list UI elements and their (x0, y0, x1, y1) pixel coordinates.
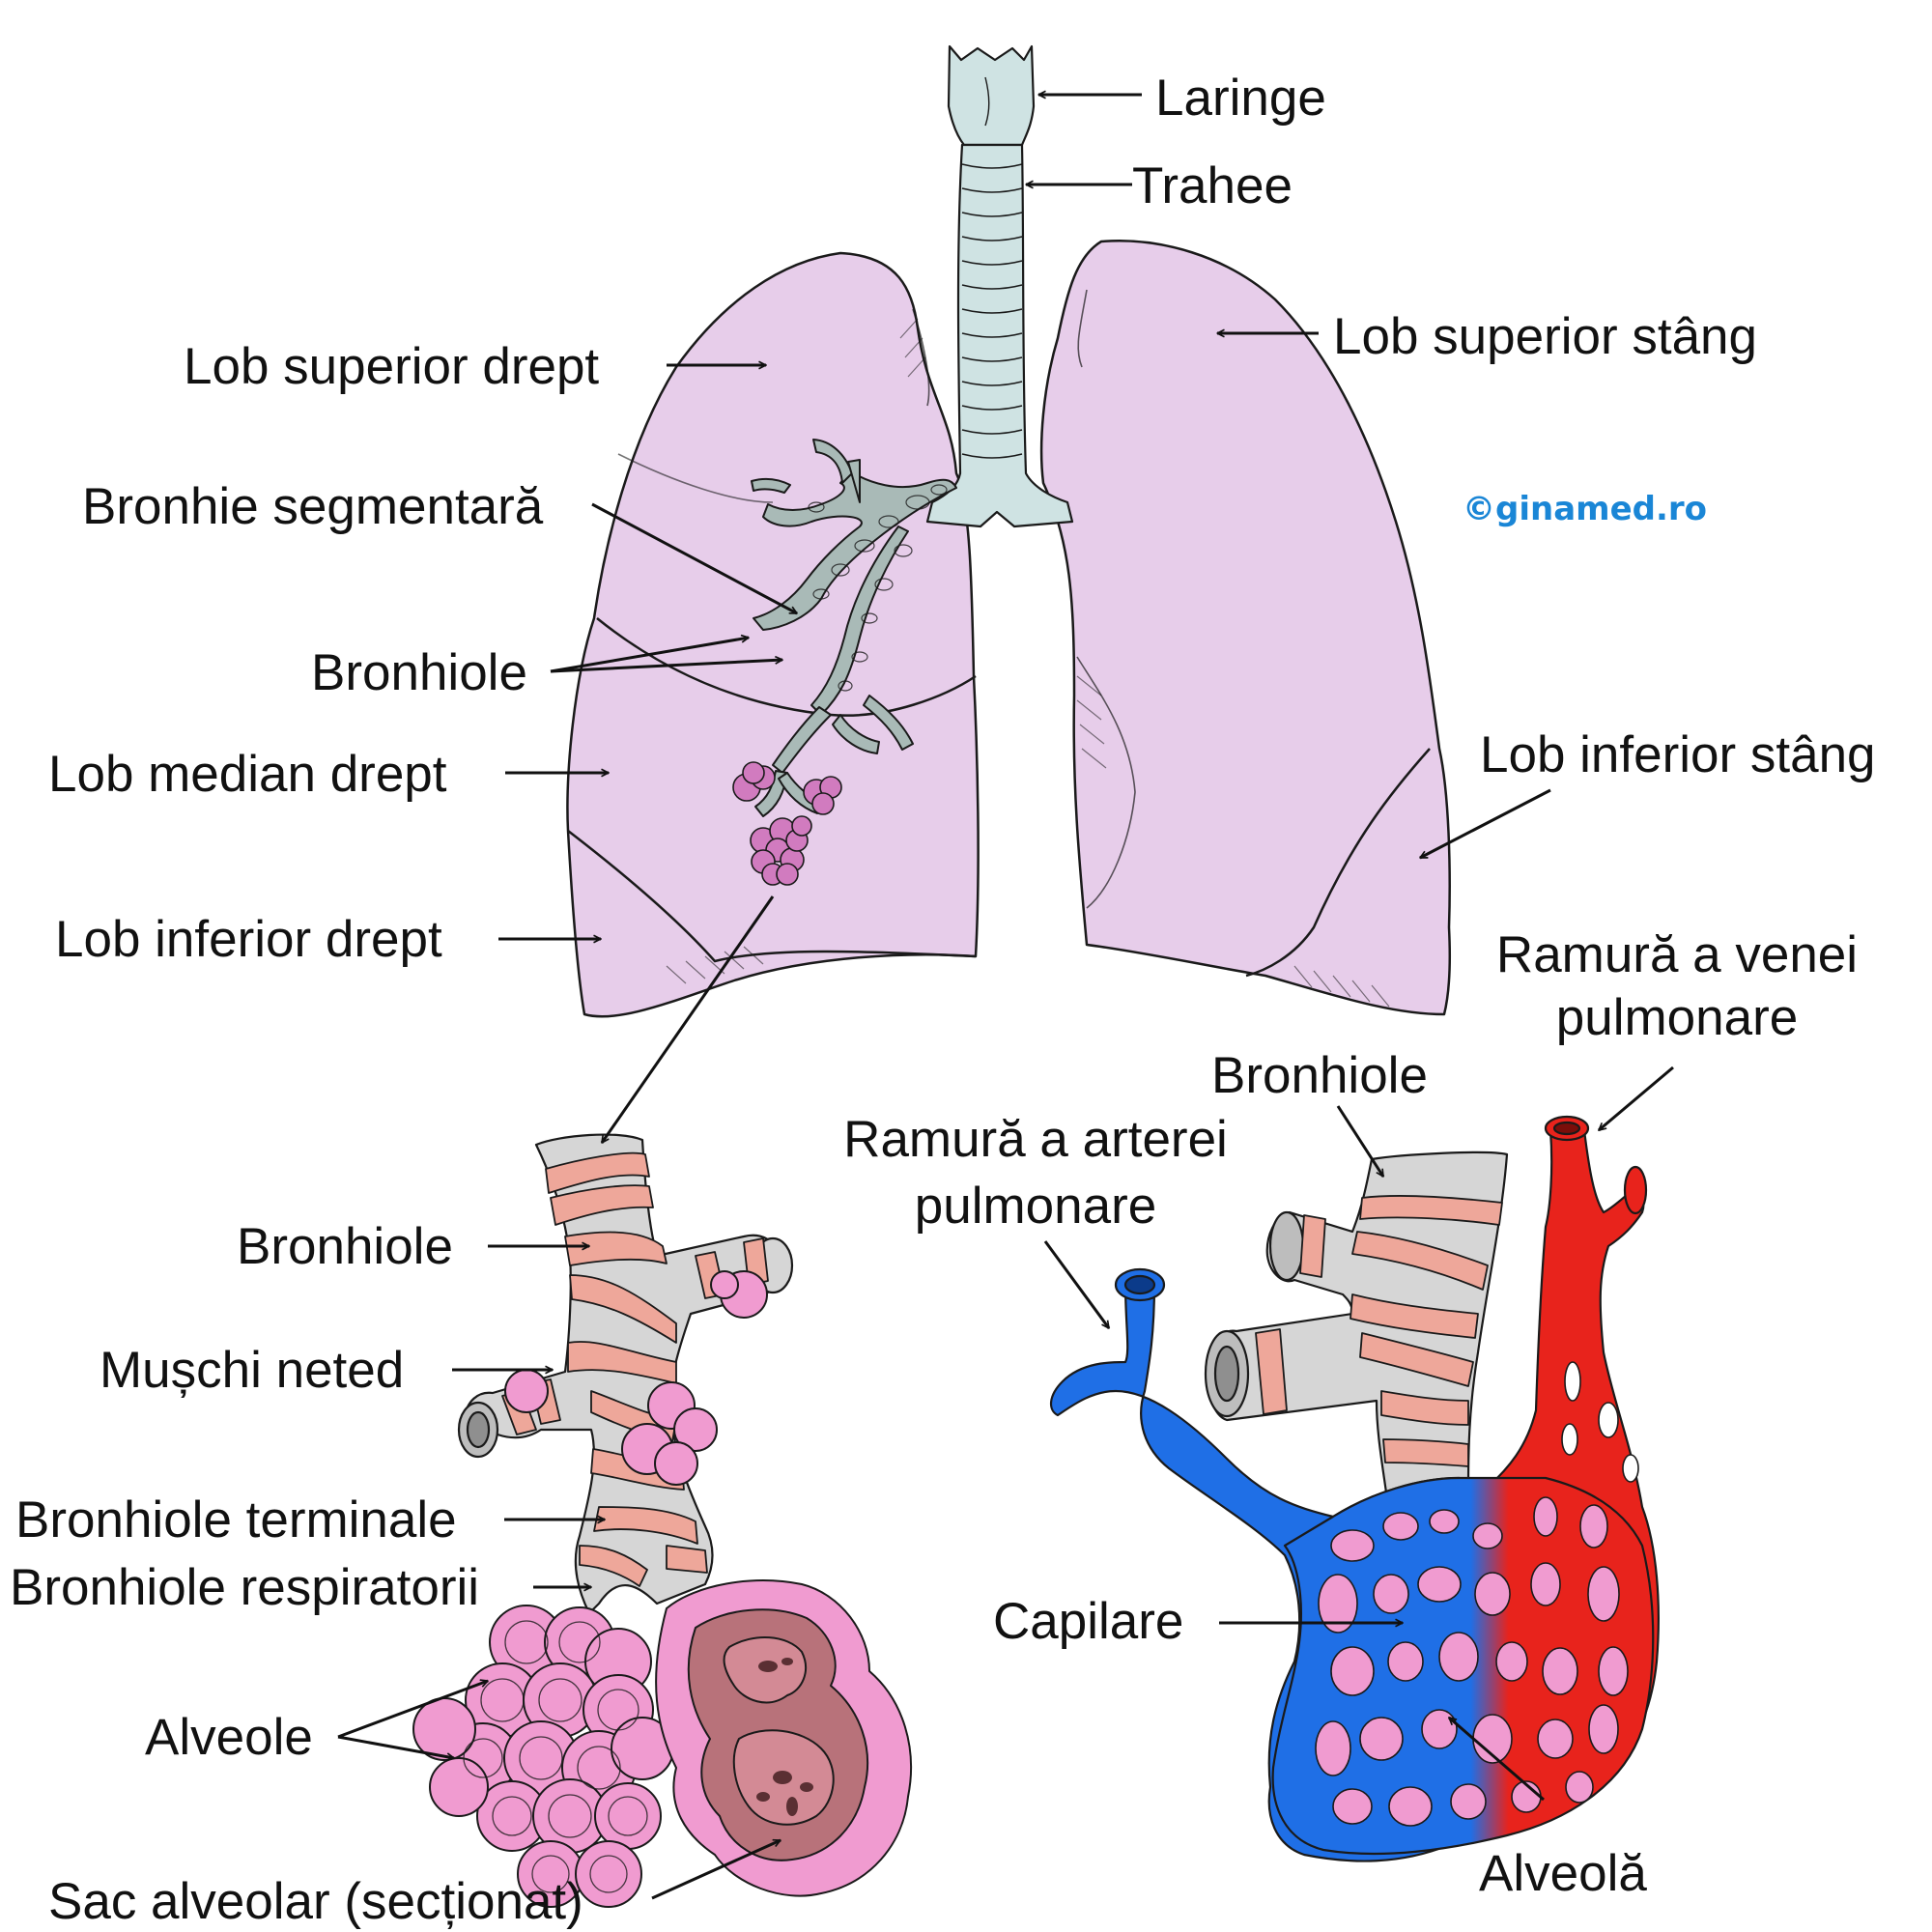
arrow-alveole-2 (337, 1735, 454, 1758)
arrow-artera (1043, 1240, 1111, 1328)
capillary-network-detail (1050, 1115, 1660, 1862)
trachea-larynx-group (925, 44, 1074, 528)
label-bronhiole-respiratorii: Bronhiole respiratorii (10, 1559, 480, 1616)
label-bl-bronhiole: Bronhiole (237, 1218, 453, 1275)
trachea (925, 143, 1074, 528)
arrow-br-bronhiole (1336, 1105, 1385, 1177)
arrow-bronhiole-1 (550, 638, 749, 673)
label-lob-superior-drept: Lob superior drept (184, 338, 600, 395)
alveoli-cluster (412, 1605, 674, 1908)
label-lob-superior-stang: Lob superior stâng (1333, 308, 1758, 365)
bronchiole-alveoli-detail (412, 1133, 912, 1908)
label-alveole: Alveole (145, 1709, 313, 1766)
arrow-alveola (1449, 1718, 1545, 1802)
label-vena-line1: Ramură a venei (1495, 926, 1859, 983)
label-alveola: Alveolă (1479, 1845, 1647, 1902)
label-artera-line1: Ramură a arterei (843, 1111, 1228, 1168)
arrow-bronhiole-2 (550, 660, 782, 673)
label-bronhiole-top: Bronhiole (311, 644, 527, 701)
arrow-zoom (600, 895, 775, 1143)
lung-alveoli-clusters (732, 761, 842, 886)
right-lung (566, 251, 980, 1018)
label-laringe: Laringe (1155, 70, 1326, 127)
arrow-bronhie-segmentara (591, 502, 797, 615)
arrow-vena (1599, 1065, 1674, 1130)
label-bronhiole-terminale: Bronhiole terminale (15, 1492, 457, 1548)
label-lob-median-drept: Lob median drept (48, 746, 447, 803)
label-bronhie-segmentara: Bronhie segmentară (82, 478, 544, 535)
larynx (947, 44, 1036, 147)
arrow-sac-alveolar (651, 1838, 781, 1900)
label-sac-alveolar: Sac alveolar (secționat) (48, 1873, 583, 1930)
left-oblique-fissure (1245, 748, 1431, 978)
alveoli-on-branches (504, 1270, 768, 1486)
arrow-alveole-1 (337, 1681, 488, 1739)
bronchial-tree (751, 439, 957, 817)
label-lob-inferior-drept: Lob inferior drept (55, 911, 442, 968)
arrow-lob-inferior-stang (1420, 788, 1551, 860)
alveolar-sac-sectioned (655, 1579, 912, 1897)
watermark: ©ginamed.ro (1463, 490, 1708, 528)
label-trahee: Trahee (1132, 157, 1293, 214)
capillary-holes (1315, 1496, 1629, 1827)
right-oblique-fissure (567, 830, 977, 963)
label-br-bronhiole: Bronhiole (1211, 1047, 1428, 1104)
vein-holes (1561, 1361, 1639, 1483)
left-lung (1039, 240, 1451, 1016)
label-vena-line2: pulmonare (1555, 989, 1799, 1046)
label-capilare: Capilare (993, 1593, 1184, 1650)
label-artera-line2: pulmonare (914, 1178, 1157, 1235)
lungs-group (566, 240, 1451, 1018)
label-muschi-neted: Mușchi neted (99, 1342, 405, 1399)
leader-lines (337, 95, 1674, 1900)
label-lob-inferior-stang: Lob inferior stâng (1480, 726, 1876, 783)
